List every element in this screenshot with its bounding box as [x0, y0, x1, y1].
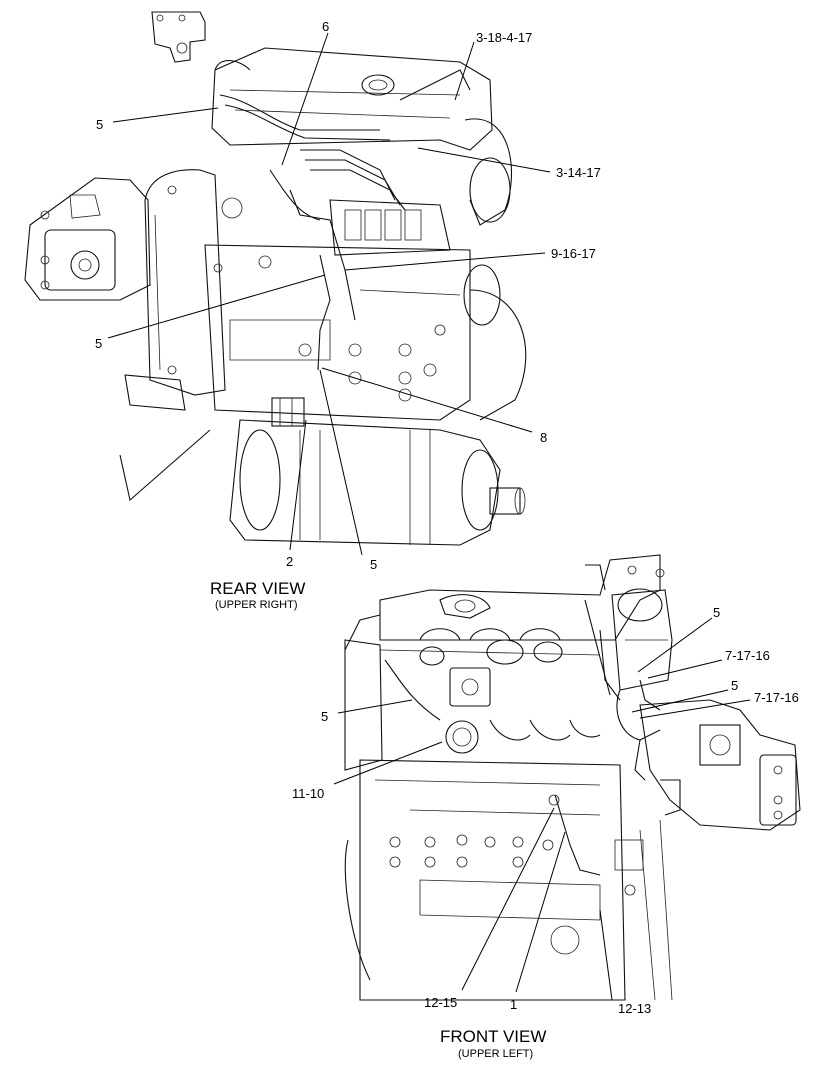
rear-view-subtitle: (UPPER RIGHT) [215, 599, 298, 611]
callout-5-mid: 5 [95, 336, 102, 351]
callout-9-16-17: 9-16-17 [551, 246, 596, 261]
callout-8: 8 [540, 430, 547, 445]
callout-7-17-16-b: 7-17-16 [754, 690, 799, 705]
callout-5-a: 5 [713, 605, 720, 620]
front-view-leaders [333, 617, 751, 1001]
callout-3-18-4-17: 3-18-4-17 [476, 30, 532, 45]
front-view-subtitle: (UPPER LEFT) [458, 1048, 533, 1060]
rear-view-title: REAR VIEW [210, 579, 305, 598]
callout-5-bottom: 5 [370, 557, 377, 572]
front-view-callouts: 5 7-17-16 5 7-17-16 5 11-10 12-15 1 12-1… [292, 605, 799, 1016]
callout-12-13: 12-13 [618, 1001, 651, 1016]
rear-view-engine [24, 11, 527, 546]
callout-5-b: 5 [731, 678, 738, 693]
callout-3-14-17: 3-14-17 [556, 165, 601, 180]
callout-12-15: 12-15 [424, 995, 457, 1010]
callout-11-10: 11-10 [292, 786, 324, 801]
rear-view-leaders [107, 32, 551, 556]
callout-7-17-16-a: 7-17-16 [725, 648, 770, 663]
callout-6: 6 [322, 19, 329, 34]
callout-5-left: 5 [321, 709, 328, 724]
callout-5-top: 5 [96, 117, 103, 132]
front-view-engine [344, 554, 801, 1001]
rear-view-callouts: 6 3-18-4-17 5 3-14-17 9-16-17 5 8 2 5 [95, 19, 601, 572]
callout-1: 1 [510, 997, 517, 1012]
callout-2: 2 [286, 554, 293, 569]
front-view-title: FRONT VIEW [440, 1027, 546, 1046]
